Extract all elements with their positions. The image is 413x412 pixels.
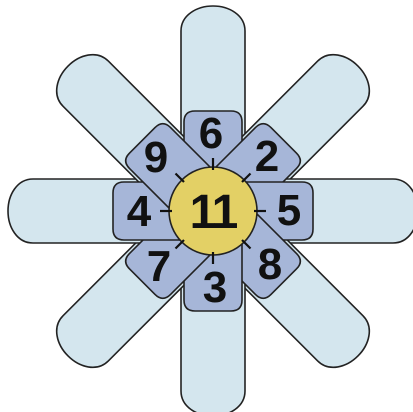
petal-number-top: 6 [199,109,223,158]
petal-number-top-left: 9 [144,133,168,182]
petal-number-right: 5 [277,186,301,235]
petal-number-left: 4 [127,187,152,236]
center-number: 11 [190,186,238,239]
petal-number-bottom-left: 7 [147,242,171,291]
petal-number-bottom-right: 8 [258,240,282,289]
petal-number-bottom: 3 [203,263,227,312]
petal-number-top-right: 2 [255,132,279,181]
